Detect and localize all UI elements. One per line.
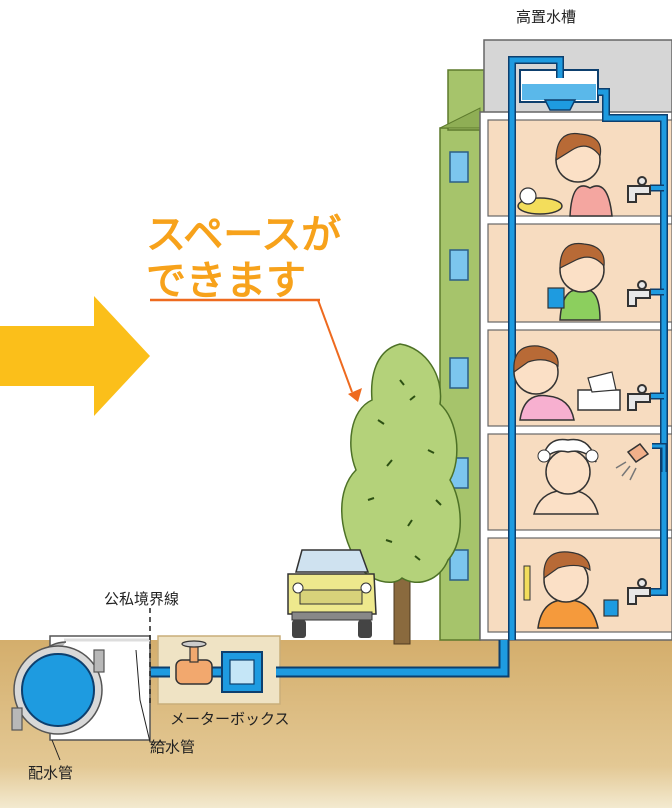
car-icon	[287, 549, 377, 638]
tree-icon	[341, 343, 461, 645]
water-meter-icon	[221, 651, 263, 693]
space-pointer-arrowhead	[348, 388, 362, 402]
person-dishwashing	[517, 132, 613, 217]
person-drinking	[547, 242, 605, 321]
shower-icon	[615, 442, 667, 481]
distribution-main-label: 配水管	[28, 764, 73, 782]
person-brushing-teeth	[523, 551, 619, 629]
person-washing	[513, 345, 621, 421]
faucet-icon	[627, 176, 651, 605]
service-pipe-leader	[135, 649, 166, 743]
boundary-line-label: 公私境界線	[104, 590, 179, 608]
riser-pipes	[508, 56, 668, 640]
service-pipe-label: 給水管	[150, 738, 195, 756]
building	[439, 39, 672, 641]
space-pointer-line	[317, 299, 353, 393]
distribution-main	[11, 635, 151, 741]
space-text-line2: できます	[146, 258, 306, 304]
meter-box-label: メーターボックス	[170, 710, 290, 728]
right-arrow-icon	[0, 296, 150, 416]
person-shampooing	[533, 438, 599, 515]
gate-valve-icon	[175, 640, 213, 685]
space-text-line1: スペースが	[146, 212, 341, 258]
distribution-main-leader	[51, 739, 61, 761]
elevated-tank-label: 高置水槽	[516, 8, 576, 26]
